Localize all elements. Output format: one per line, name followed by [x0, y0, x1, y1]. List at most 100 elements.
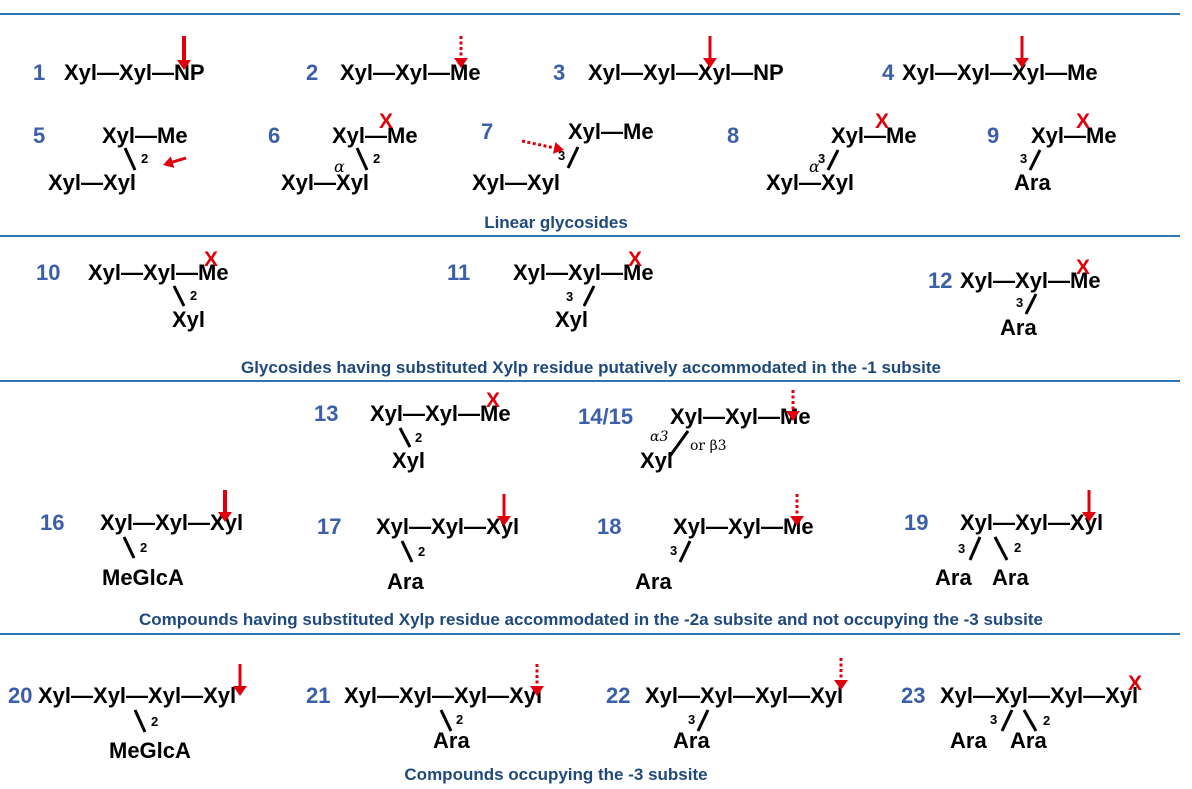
cleavage-arrow-head: [454, 58, 468, 68]
residue-chain: Xyl—Xyl—Xyl: [100, 510, 243, 535]
glycosidic-bond: [993, 536, 1009, 561]
linkage-position: 3: [990, 712, 997, 727]
cleavage-arrow-head: [497, 516, 511, 526]
section-caption: Linear glycosides: [484, 213, 628, 232]
linkage-position: 3: [1016, 295, 1023, 310]
anomeric-label: α: [809, 157, 820, 176]
no-cleavage-mark: X: [204, 248, 218, 271]
cleavage-arrow-head: [834, 680, 848, 690]
cleavage-arrow: [530, 664, 544, 696]
residue-meglca: MeGlcA: [102, 565, 184, 590]
residue-chain: Xyl—Xyl—Xyl—Xyl: [940, 683, 1138, 708]
residue-ara: Ara: [673, 728, 710, 753]
no-cleavage-mark: X: [875, 110, 889, 133]
glycosidic-bond: [133, 709, 147, 733]
residue-ara: Ara: [992, 565, 1029, 590]
cleavage-arrow-head: [1082, 512, 1096, 522]
compound-number: 13: [314, 401, 338, 426]
residue-chain: Xyl—Xyl—Me: [960, 268, 1101, 293]
compound-number: 12: [928, 268, 952, 293]
residue-chain: Xyl—Xyl—Me: [670, 404, 811, 429]
residue-chain: Xyl—Me: [102, 123, 188, 148]
linkage-position: 2: [190, 288, 197, 303]
residue-xyl: Xyl: [640, 448, 673, 473]
compound-number: 9: [987, 123, 999, 148]
compound-number: 16: [40, 510, 64, 535]
compound-number: 14/15: [578, 404, 633, 429]
residue-chain: Xyl—Xyl—Xyl: [960, 510, 1103, 535]
linkage-position: 2: [1043, 713, 1050, 728]
cleavage-arrow-head: [790, 516, 804, 526]
cleavage-arrow: [790, 494, 804, 526]
residue-chain: Xyl—Me: [332, 123, 418, 148]
residue-ara: Ara: [1000, 315, 1037, 340]
anomeric-label: α: [334, 157, 345, 176]
residue-chain: Xyl—Xyl—Me: [370, 401, 511, 426]
linkage-position: 3: [818, 151, 825, 166]
compound-number: 21: [306, 683, 330, 708]
residue-chain: Xyl—Xyl—Xyl—Xyl: [645, 683, 843, 708]
cleavage-arrow: [786, 390, 800, 421]
linkage-position: 2: [418, 544, 425, 559]
linkage-position: 2: [151, 714, 158, 729]
residue-ara: Ara: [1014, 170, 1051, 195]
cleavage-arrow: [163, 156, 187, 168]
residue-chain: Xyl—Xyl—Me: [88, 260, 229, 285]
cleavage-arrow: [454, 36, 468, 68]
linkage-position: 3: [566, 289, 573, 304]
compound-number: 22: [606, 683, 630, 708]
residue-chain: Xyl—Xyl—Xyl—Xyl: [38, 683, 236, 708]
compound-number: 17: [317, 514, 341, 539]
glycosidic-bond: [400, 540, 414, 563]
section-caption: Compounds having substituted Xylp residu…: [139, 610, 1043, 629]
glycosidic-bond: [398, 427, 412, 448]
glycosidic-bond: [1022, 709, 1038, 732]
glycosidic-bond: [582, 285, 596, 307]
residue-chain: Xyl—Xyl—Me: [673, 514, 814, 539]
compound-number: 3: [553, 60, 565, 85]
linkage-position: 3: [688, 712, 695, 727]
glycosidic-bond: [668, 430, 690, 457]
compound-number: 23: [901, 683, 925, 708]
compound-number: 4: [882, 60, 895, 85]
compound-number: 20: [8, 683, 32, 708]
compound-number: 10: [36, 260, 60, 285]
cleavage-arrow-head: [218, 512, 232, 522]
cleavage-arrow: [834, 658, 848, 690]
no-cleavage-mark: X: [379, 110, 393, 133]
linkage-position: 2: [1014, 540, 1021, 555]
glycosidic-bond: [172, 285, 186, 307]
residue-chain: Xyl—Me: [568, 119, 654, 144]
residue-xyl: Xyl: [172, 307, 205, 332]
glycosidic-bond: [123, 147, 137, 171]
glycosidic-bond: [826, 149, 840, 171]
linkage-position: 2: [140, 540, 147, 555]
no-cleavage-mark: X: [1128, 672, 1142, 695]
cleavage-arrow-head: [552, 142, 564, 154]
glycosidic-bond: [566, 146, 580, 169]
compound-number: 1: [33, 60, 45, 85]
residue-ara: Ara: [950, 728, 987, 753]
residue-xyl: Xyl: [392, 448, 425, 473]
residue-chain: Xyl—Xyl—Me: [513, 260, 654, 285]
linkage-position: 3: [558, 148, 565, 163]
linkage-position: 3: [1020, 151, 1027, 166]
glycosidic-bond: [968, 536, 982, 561]
cleavage-arrow: [218, 490, 232, 522]
compound-number: 5: [33, 123, 45, 148]
residue-meglca: MeGlcA: [109, 738, 191, 763]
glycosidic-bond: [1028, 149, 1042, 171]
no-cleavage-mark: X: [1076, 256, 1090, 279]
no-cleavage-mark: X: [486, 389, 500, 412]
cleavage-arrow-head: [163, 156, 175, 168]
compound-number: 18: [597, 514, 621, 539]
residue-chain: Xyl—Xyl: [48, 170, 136, 195]
residue-chain: Xyl—Xyl—Me: [340, 60, 481, 85]
cleavage-arrow: [521, 139, 564, 154]
cleavage-arrow-shaft: [172, 156, 187, 164]
no-cleavage-mark: X: [1076, 110, 1090, 133]
cleavage-arrow: [233, 664, 247, 696]
compound-number: 6: [268, 123, 280, 148]
linkage-position: α3: [650, 429, 668, 445]
